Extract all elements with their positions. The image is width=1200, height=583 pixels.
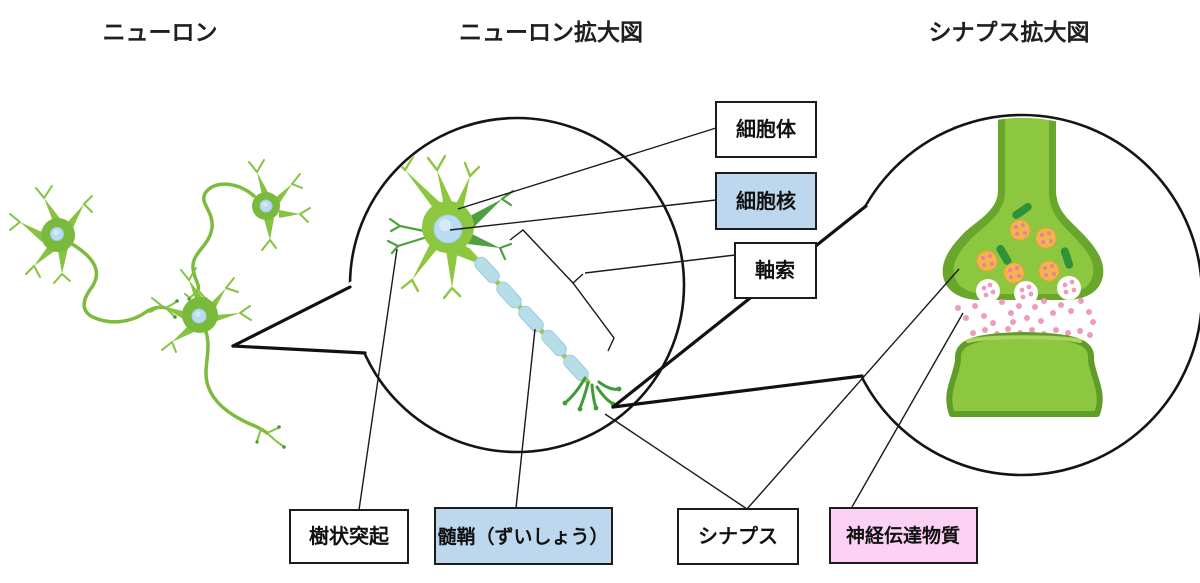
myelin-sheath: [474, 256, 589, 382]
line-synapse-right: [746, 268, 960, 510]
callout-tail-right: [611, 204, 868, 409]
label-synapse: シナプス: [677, 508, 799, 565]
line-axon: [584, 254, 736, 274]
neuron-cluster-art: [9, 159, 311, 449]
label-neurotransmitter: 神経伝達物質: [829, 507, 978, 564]
label-cell-body-text: 細胞体: [736, 117, 797, 141]
label-cell-body: 細胞体: [715, 101, 817, 158]
postsynaptic-dendrite: [946, 332, 1103, 417]
label-myelin-text: 髄鞘（ずいしょう）: [437, 525, 608, 548]
axon-terminal: [562, 376, 622, 412]
line-neurotransmitter: [851, 312, 964, 508]
label-synapse-text: シナプス: [698, 525, 778, 548]
line-synapse-left: [604, 413, 748, 510]
magnified-neuron-art: [386, 153, 622, 412]
label-nucleus: 細胞核: [715, 172, 817, 230]
title-synapse-magnified: シナプス拡大図: [929, 19, 1090, 45]
pointer-lines: [358, 127, 964, 511]
line-dendrite: [358, 248, 398, 511]
line-myelin: [515, 328, 536, 509]
label-myelin: 髄鞘（ずいしょう）: [434, 507, 613, 565]
label-axon-text: 軸索: [755, 258, 795, 282]
synapse-art: [942, 118, 1104, 417]
released-transmitter-dots: [955, 279, 1096, 338]
label-nucleus-text: 細胞核: [736, 189, 796, 213]
label-dendrite-text: 樹状突起: [309, 524, 390, 548]
callout-tail-left: [231, 285, 367, 355]
neuron-magnified-circle: [348, 116, 686, 454]
label-dendrite: 樹状突起: [289, 509, 409, 564]
label-neurotransmitter-text: 神経伝達物質: [846, 524, 960, 547]
synaptic-vesicles: [976, 219, 1060, 284]
line-cell-body: [457, 127, 717, 210]
title-neuron: ニューロン: [103, 19, 218, 45]
title-neuron-magnified: ニューロン拡大図: [459, 19, 643, 45]
label-axon: 軸索: [734, 242, 817, 299]
line-nucleus: [449, 199, 717, 231]
